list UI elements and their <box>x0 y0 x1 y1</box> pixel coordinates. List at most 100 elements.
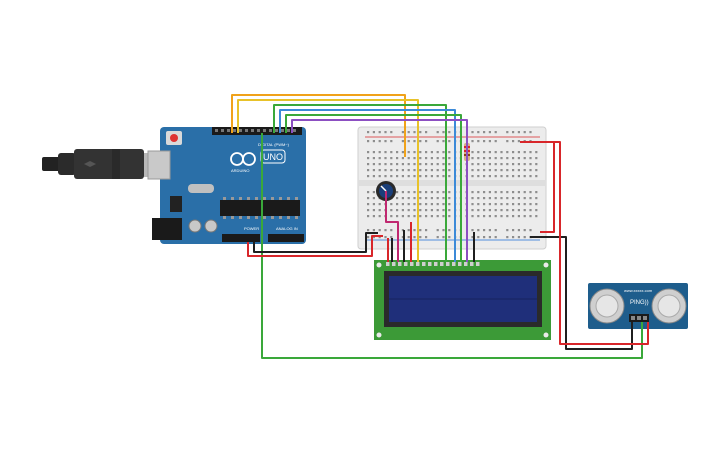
breadboard-hole[interactable] <box>471 203 474 206</box>
breadboard-hole[interactable] <box>488 229 491 232</box>
lcd-pin[interactable] <box>386 262 390 266</box>
wires[interactable] <box>231 94 649 359</box>
breadboard-hole[interactable] <box>401 131 404 134</box>
breadboard-hole[interactable] <box>483 140 486 143</box>
breadboard-hole[interactable] <box>523 175 526 178</box>
breadboard-hole[interactable] <box>425 140 428 143</box>
breadboard-hole[interactable] <box>483 209 486 212</box>
breadboard-hole[interactable] <box>413 209 416 212</box>
breadboard-hole[interactable] <box>367 131 370 134</box>
breadboard-hole[interactable] <box>390 215 393 218</box>
breadboard-hole[interactable] <box>378 140 381 143</box>
breadboard-hole[interactable] <box>413 175 416 178</box>
breadboard-hole[interactable] <box>425 203 428 206</box>
breadboard-hole[interactable] <box>396 163 399 166</box>
breadboard-hole[interactable] <box>442 197 445 200</box>
breadboard-hole[interactable] <box>477 169 480 172</box>
breadboard-hole[interactable] <box>367 157 370 160</box>
breadboard-hole[interactable] <box>442 236 445 239</box>
breadboard-hole[interactable] <box>500 175 503 178</box>
breadboard-hole[interactable] <box>407 209 410 212</box>
breadboard-hole[interactable] <box>477 236 480 239</box>
breadboard-hole[interactable] <box>529 191 532 194</box>
sensor-pin-gnd[interactable] <box>631 316 635 320</box>
breadboard-hole[interactable] <box>506 169 509 172</box>
breadboard-hole[interactable] <box>448 169 451 172</box>
breadboard-hole[interactable] <box>483 215 486 218</box>
breadboard-hole[interactable] <box>535 151 538 154</box>
breadboard-hole[interactable] <box>483 169 486 172</box>
breadboard-hole[interactable] <box>535 163 538 166</box>
lcd-pin[interactable] <box>446 262 450 266</box>
breadboard-hole[interactable] <box>494 175 497 178</box>
breadboard-hole[interactable] <box>407 131 410 134</box>
breadboard-hole[interactable] <box>483 191 486 194</box>
breadboard-hole[interactable] <box>401 169 404 172</box>
breadboard-hole[interactable] <box>477 215 480 218</box>
power-header[interactable] <box>222 234 260 242</box>
breadboard-hole[interactable] <box>517 157 520 160</box>
breadboard-hole[interactable] <box>436 163 439 166</box>
breadboard[interactable] <box>357 126 547 250</box>
breadboard-hole[interactable] <box>506 197 509 200</box>
breadboard-hole[interactable] <box>442 175 445 178</box>
breadboard-hole[interactable] <box>436 140 439 143</box>
breadboard-hole[interactable] <box>488 209 491 212</box>
breadboard-hole[interactable] <box>390 203 393 206</box>
breadboard-hole[interactable] <box>477 203 480 206</box>
breadboard-hole[interactable] <box>517 209 520 212</box>
breadboard-hole[interactable] <box>384 157 387 160</box>
breadboard-hole[interactable] <box>425 175 428 178</box>
breadboard-hole[interactable] <box>471 163 474 166</box>
wire-green-d3[interactable] <box>285 114 462 262</box>
breadboard-hole[interactable] <box>407 169 410 172</box>
breadboard-hole[interactable] <box>512 175 515 178</box>
breadboard-hole[interactable] <box>512 140 515 143</box>
breadboard-hole[interactable] <box>471 175 474 178</box>
breadboard-hole[interactable] <box>390 151 393 154</box>
breadboard-hole[interactable] <box>378 169 381 172</box>
breadboard-hole[interactable] <box>425 157 428 160</box>
breadboard-hole[interactable] <box>367 175 370 178</box>
breadboard-hole[interactable] <box>419 131 422 134</box>
breadboard-hole[interactable] <box>430 203 433 206</box>
breadboard-hole[interactable] <box>517 151 520 154</box>
breadboard-hole[interactable] <box>390 169 393 172</box>
breadboard-hole[interactable] <box>494 215 497 218</box>
breadboard-hole[interactable] <box>436 169 439 172</box>
breadboard-hole[interactable] <box>483 229 486 232</box>
breadboard-hole[interactable] <box>477 209 480 212</box>
breadboard-hole[interactable] <box>425 229 428 232</box>
breadboard-hole[interactable] <box>448 236 451 239</box>
wire-orange-d12[interactable] <box>231 94 406 157</box>
arduino-uno-board[interactable]: DIGITAL (PWM~) ARDUINO UNO P <box>147 127 306 244</box>
breadboard-hole[interactable] <box>448 157 451 160</box>
breadboard-hole[interactable] <box>396 175 399 178</box>
lcd-pin[interactable] <box>416 262 420 266</box>
breadboard-hole[interactable] <box>442 140 445 143</box>
breadboard-hole[interactable] <box>413 236 416 239</box>
breadboard-hole[interactable] <box>407 229 410 232</box>
breadboard-hole[interactable] <box>523 163 526 166</box>
breadboard-hole[interactable] <box>523 131 526 134</box>
breadboard-hole[interactable] <box>535 175 538 178</box>
breadboard-hole[interactable] <box>529 209 532 212</box>
breadboard-hole[interactable] <box>372 203 375 206</box>
breadboard-hole[interactable] <box>384 151 387 154</box>
breadboard-hole[interactable] <box>483 236 486 239</box>
breadboard-hole[interactable] <box>448 203 451 206</box>
breadboard-hole[interactable] <box>471 197 474 200</box>
breadboard-hole[interactable] <box>506 157 509 160</box>
breadboard-hole[interactable] <box>425 209 428 212</box>
breadboard-hole[interactable] <box>407 175 410 178</box>
breadboard-hole[interactable] <box>372 157 375 160</box>
breadboard-hole[interactable] <box>430 151 433 154</box>
breadboard-hole[interactable] <box>436 191 439 194</box>
breadboard-hole[interactable] <box>500 157 503 160</box>
breadboard-hole[interactable] <box>523 209 526 212</box>
breadboard-hole[interactable] <box>413 169 416 172</box>
breadboard-hole[interactable] <box>517 140 520 143</box>
breadboard-hole[interactable] <box>372 151 375 154</box>
breadboard-hole[interactable] <box>378 203 381 206</box>
breadboard-hole[interactable] <box>517 229 520 232</box>
